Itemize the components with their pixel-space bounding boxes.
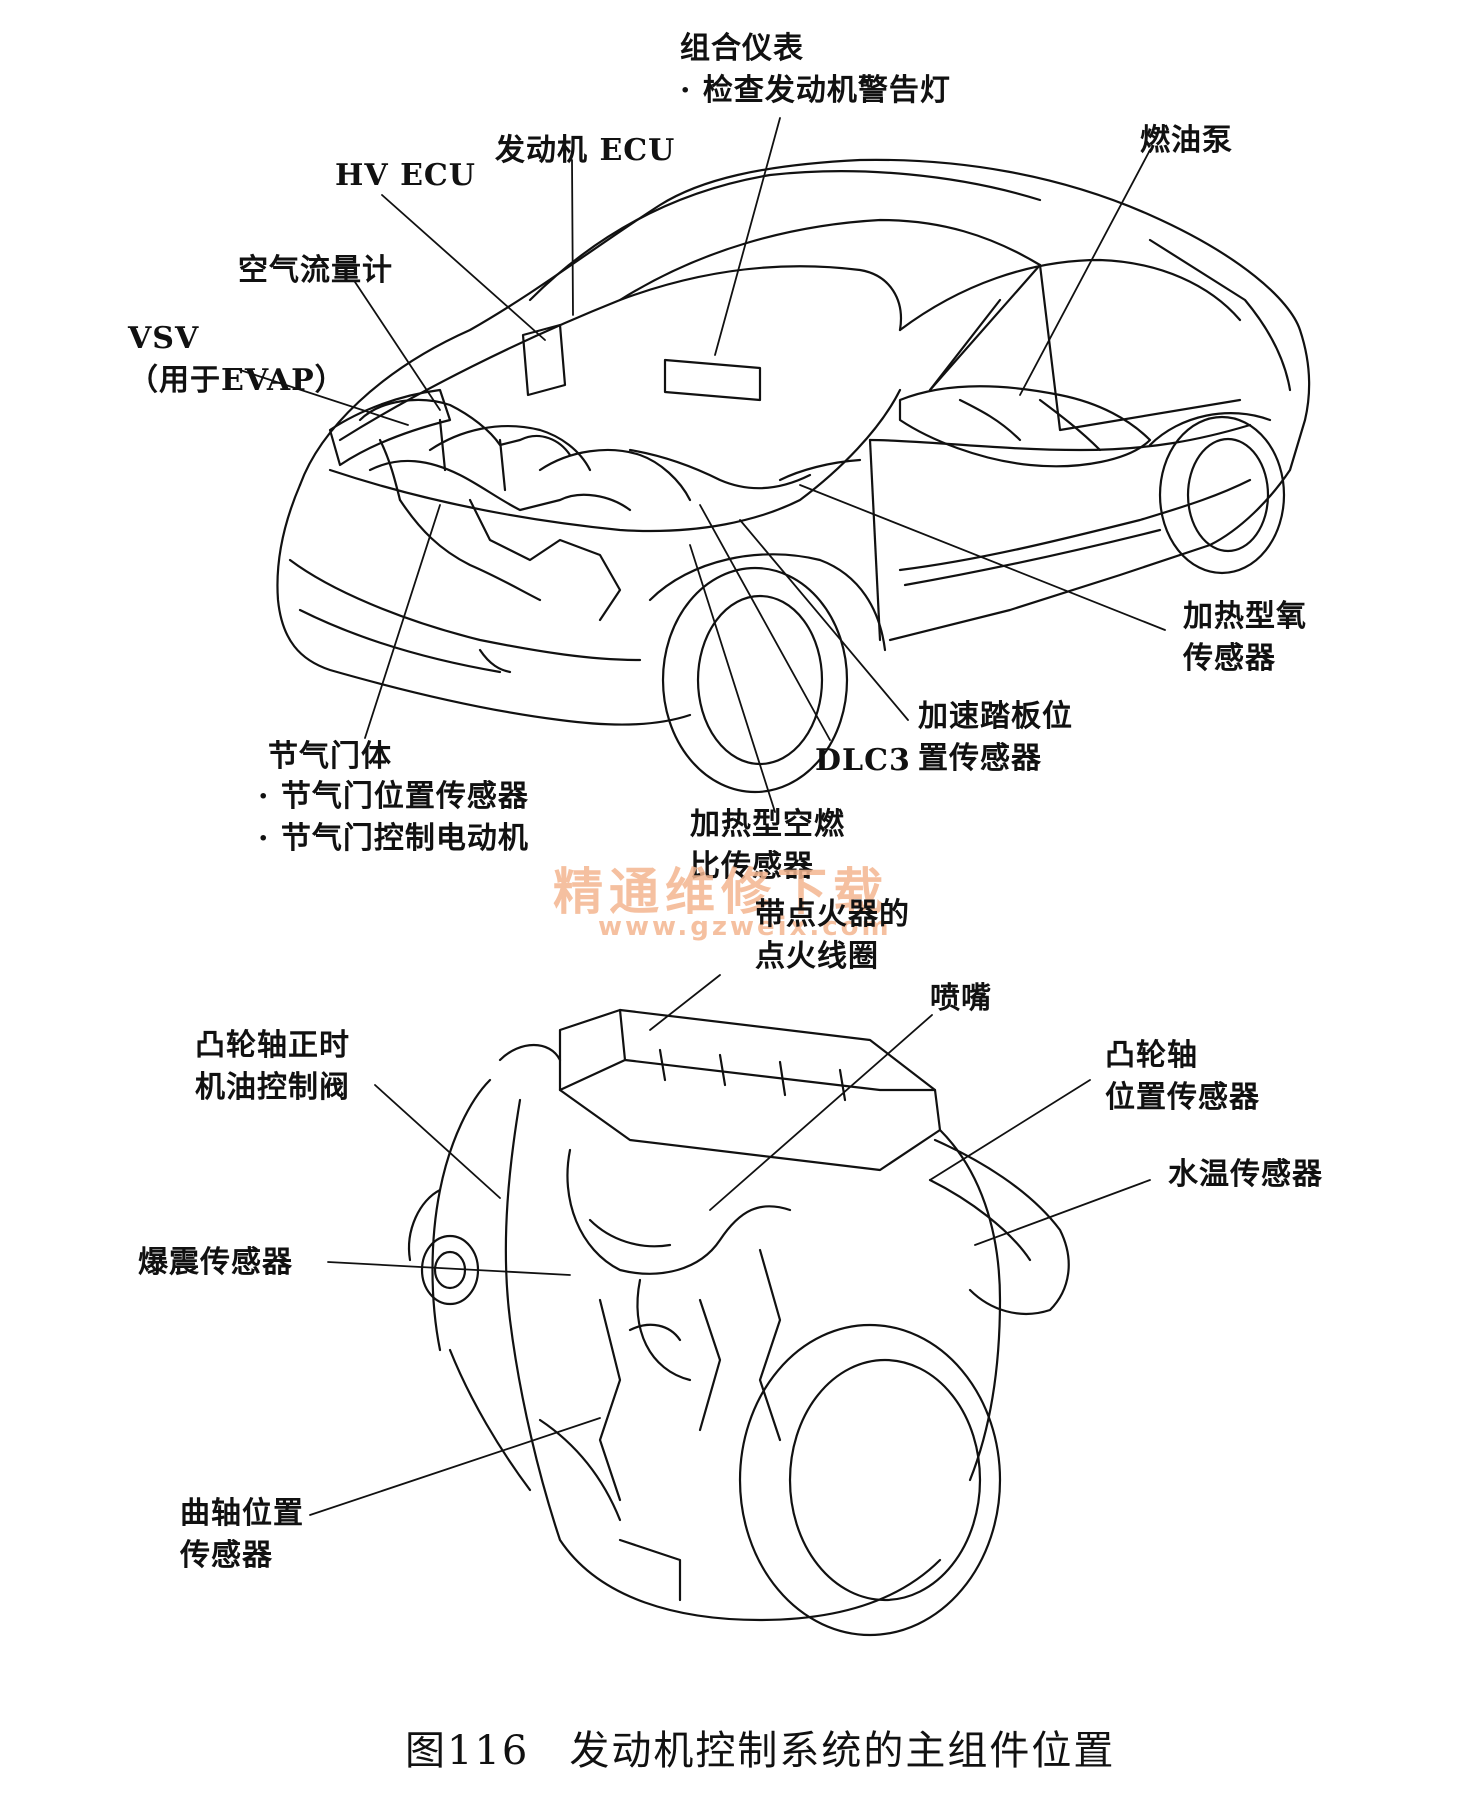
label-throttle-body: 节气门体 <box>268 739 392 774</box>
label-dlc3: DLC3 <box>815 743 911 778</box>
label-knock-sensor: 爆震传感器 <box>138 1245 293 1280</box>
engine-drawing <box>407 1008 1070 1637</box>
label-camshaft-position-sensor: 凸轮轴 位置传感器 <box>1105 1038 1260 1115</box>
label-crankshaft-position-sensor: 曲轴位置 传感器 <box>180 1496 304 1573</box>
watermark-text: 精通维修下载 <box>553 863 889 921</box>
label-hv-ecu: HV ECU <box>335 158 476 193</box>
label-accelerator-pedal-sensor: 加速踏板位 置传感器 <box>918 699 1073 776</box>
figure-caption: 图116 发动机控制系统的主组件位置 <box>405 1718 1115 1776</box>
label-air-flow-meter: 空气流量计 <box>238 253 393 288</box>
car-drawing <box>276 158 1311 794</box>
label-vsv: VSV （用于EVAP） <box>128 321 346 398</box>
leader-lines <box>239 117 1166 1516</box>
label-fuel-pump: 燃油泵 <box>1140 123 1233 158</box>
label-instrument-cluster: 组合仪表 · 检查发动机警告灯 <box>680 31 951 108</box>
label-injector: 喷嘴 <box>930 981 992 1016</box>
label-water-temperature-sensor: 水温传感器 <box>1168 1157 1323 1192</box>
label-engine-ecu: 发动机 ECU <box>495 133 676 168</box>
figure-number: 图116 <box>405 1728 530 1774</box>
watermark-url: www.gzweix.com <box>598 912 892 942</box>
label-camshaft-timing-valve: 凸轮轴正时 机油控制阀 <box>195 1028 350 1105</box>
label-throttle-sub-items: · 节气门位置传感器 · 节气门控制电动机 <box>258 779 529 856</box>
label-heated-af-sensor: 加热型空燃 比传感器 <box>690 807 845 884</box>
label-ignition-coil: 带点火器的 点火线圈 <box>755 897 910 974</box>
label-heated-oxygen-sensor: 加热型氧 传感器 <box>1183 599 1307 676</box>
figure-title: 发动机控制系统的主组件位置 <box>569 1728 1116 1774</box>
